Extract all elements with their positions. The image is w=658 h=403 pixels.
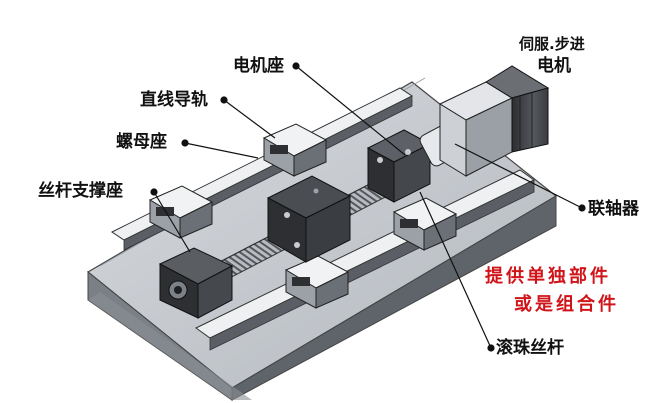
label-nut-seat: 螺母座 xyxy=(116,132,167,152)
carriage-block-front-2 xyxy=(392,197,458,251)
label-ball-screw: 滚珠丝杆 xyxy=(496,338,564,358)
note-line-2: 或是组合件 xyxy=(514,294,619,315)
nut-seat-block xyxy=(266,175,352,263)
carriage-block-rear-1 xyxy=(148,185,214,239)
leader-lines xyxy=(150,62,586,352)
screw-support-seat xyxy=(158,247,234,319)
label-screw-support: 丝杆支撑座 xyxy=(38,181,123,201)
label-servo-stepper: 伺服.步进 xyxy=(519,35,585,53)
label-motor-seat: 电机座 xyxy=(233,56,284,76)
note-line-1: 提供单独部件 xyxy=(485,266,611,287)
motor-seat-block xyxy=(366,129,432,203)
label-motor: 电机 xyxy=(537,56,571,76)
servo-motor xyxy=(438,65,550,177)
label-linear-guide: 直线导轨 xyxy=(140,90,208,110)
carriage-block-rear-2 xyxy=(262,123,328,177)
label-coupling: 联轴器 xyxy=(588,199,639,219)
carriage-block-front-1 xyxy=(284,255,350,309)
